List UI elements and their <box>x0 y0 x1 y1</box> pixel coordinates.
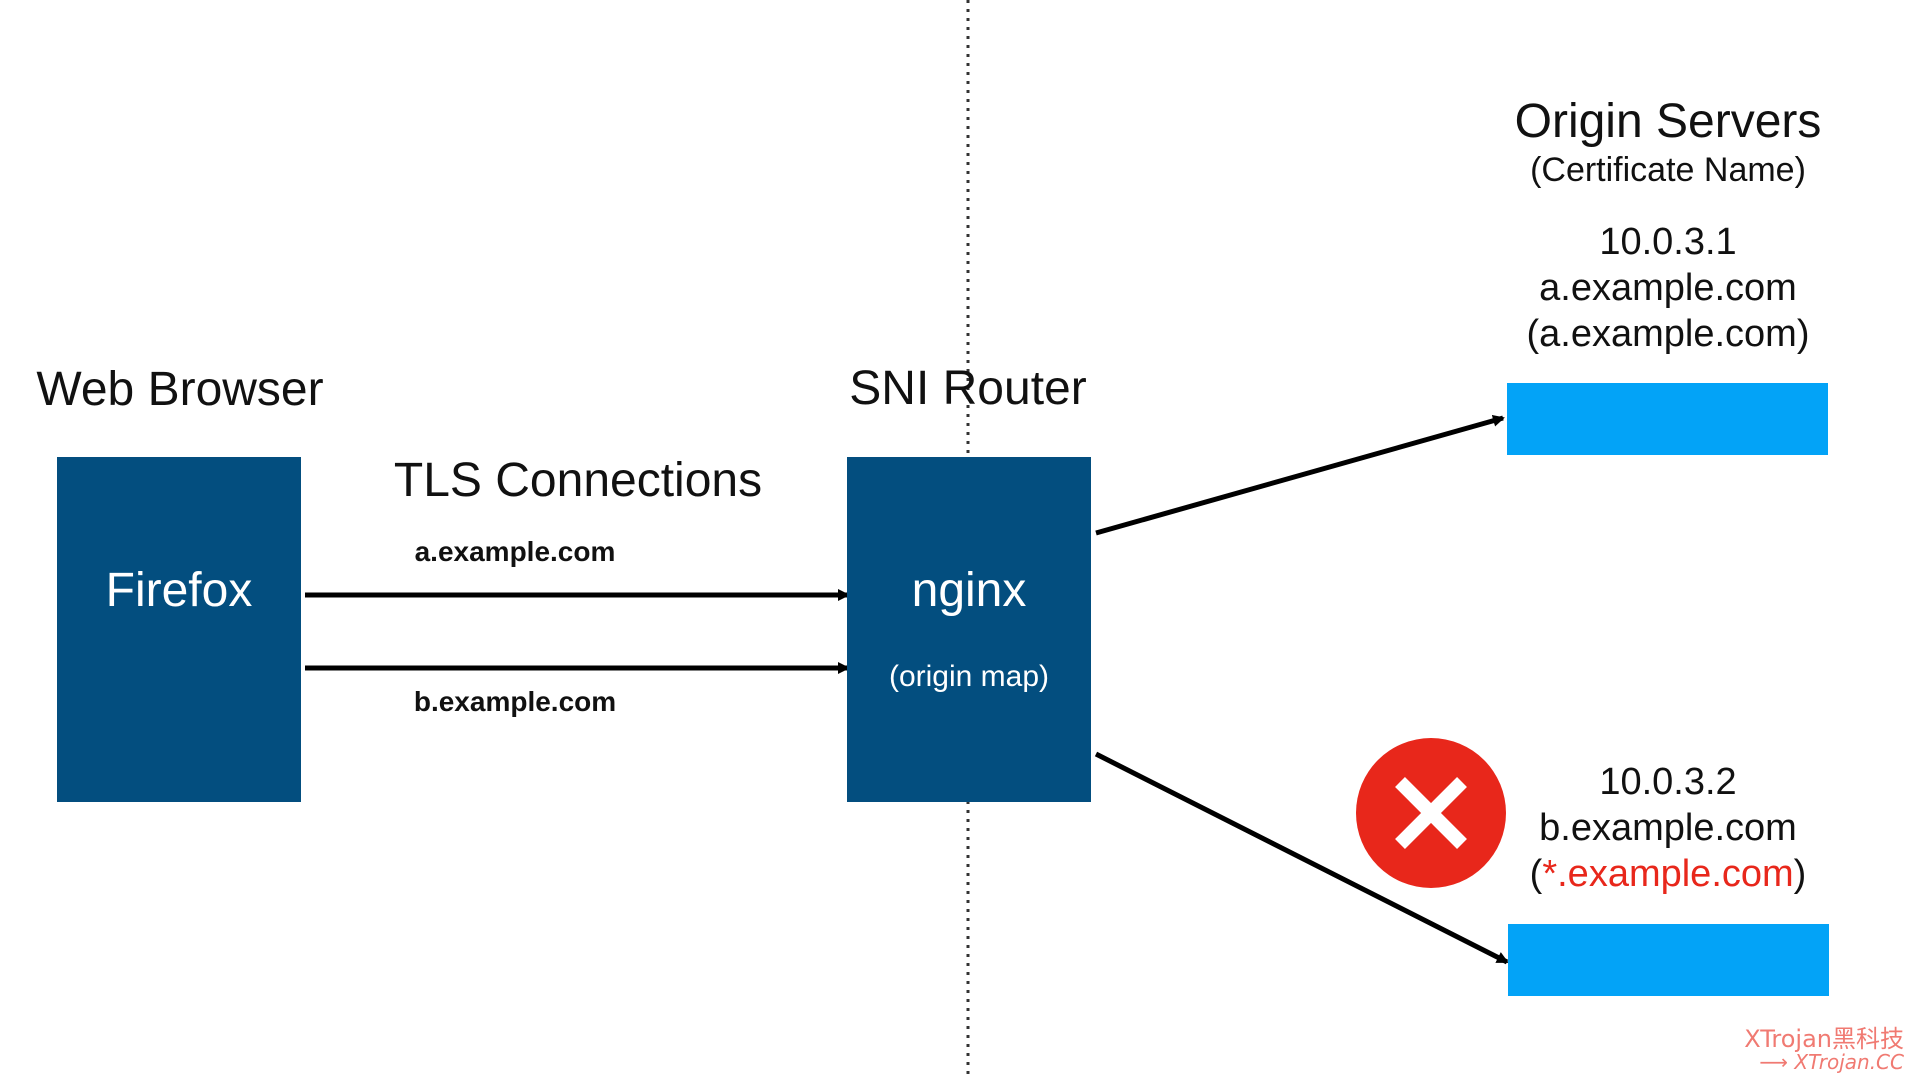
arrow-to-server-a <box>1095 414 1505 536</box>
server-b-cert-open: ( <box>1529 853 1543 895</box>
server-a-info: 10.0.3.1 a.example.com (a.example.com) <box>1527 219 1810 357</box>
close-circle-icon <box>1356 738 1506 888</box>
server-b-cert-name: *.example.com <box>1542 853 1794 895</box>
server-b-cert-close: ) <box>1793 853 1807 895</box>
nginx-sublabel: (origin map) <box>888 660 1050 693</box>
watermark-line2: ⟶ XTrojan.CC <box>1759 1050 1904 1074</box>
origin-servers-subheading: (Certificate Name) <box>1530 151 1806 189</box>
origin-servers-heading: Origin Servers <box>1514 95 1822 148</box>
firefox-label: Firefox <box>105 564 253 617</box>
server-b-info: 10.0.3.2 b.example.com (*.example.com) <box>1530 759 1807 897</box>
server-b-bar <box>1508 924 1829 996</box>
firefox-box: Firefox <box>57 457 301 802</box>
server-a-host: a.example.com <box>1539 267 1797 309</box>
conn-b-label: b.example.com <box>413 686 617 717</box>
watermark-line1: XTrojan黑科技 <box>1744 1025 1904 1053</box>
web-browser-heading: Web Browser <box>36 363 324 416</box>
server-a-ip: 10.0.3.1 <box>1599 221 1737 263</box>
server-b-cert: (*.example.com) <box>1530 851 1807 897</box>
nginx-label: nginx <box>911 564 1027 617</box>
conn-a-label: a.example.com <box>414 536 616 567</box>
sni-router-heading: SNI Router <box>849 362 1087 415</box>
arrow-to-server-b <box>1094 751 1509 965</box>
server-a-bar <box>1507 383 1828 455</box>
server-a-cert: (a.example.com) <box>1526 313 1810 355</box>
server-b-host: b.example.com <box>1539 807 1797 849</box>
nginx-box: nginx (origin map) <box>847 457 1091 802</box>
tls-connections-heading: TLS Connections <box>393 454 763 507</box>
server-b-ip: 10.0.3.2 <box>1599 761 1737 803</box>
